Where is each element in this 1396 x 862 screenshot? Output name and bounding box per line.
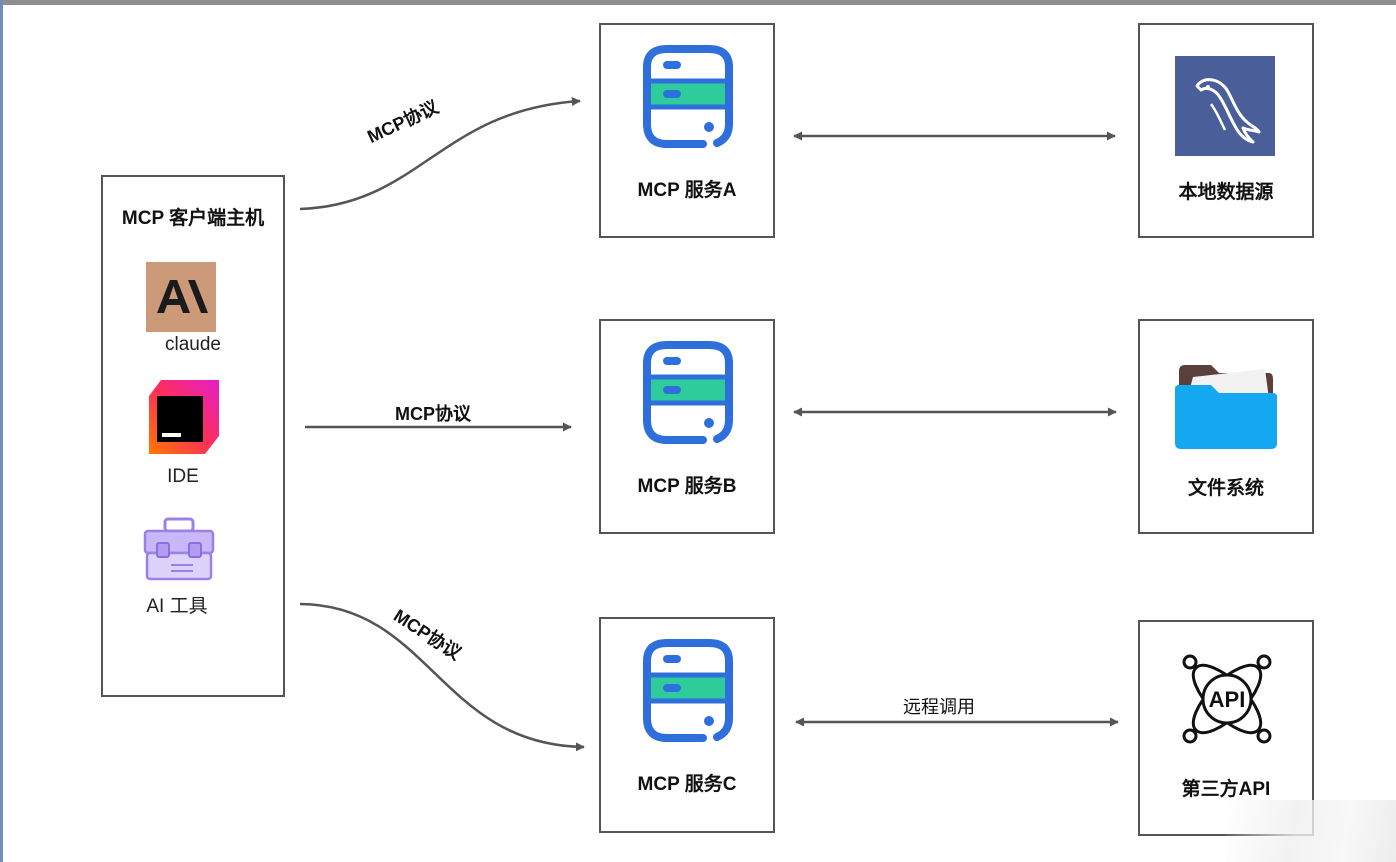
filesystem-box: 文件系统 <box>1138 319 1314 534</box>
server-icon <box>643 45 733 148</box>
tool-label-claude: claude <box>165 334 221 355</box>
protocol-arrow-c <box>299 602 585 752</box>
window-left-border <box>0 0 3 862</box>
tool-label-ai-tools: AI 工具 <box>146 596 208 617</box>
folder-icon <box>1175 365 1277 449</box>
resource-label-filesystem: 文件系统 <box>1187 478 1264 499</box>
resource-label-third-party-api: 第三方API <box>1181 779 1271 800</box>
protocol-arrow-a <box>299 97 581 211</box>
toolbox-icon <box>143 517 215 581</box>
window-top-border <box>0 0 1396 5</box>
mcp-server-a-box: MCP 服务A <box>599 23 775 238</box>
anthropic-logo-icon <box>146 262 216 332</box>
client-host-title: MCP 客户端主机 <box>121 208 265 229</box>
remote-call-label: 远程调用 <box>903 697 975 717</box>
svg-text:API: API <box>1209 687 1246 712</box>
server-label-a: MCP 服务A <box>637 180 737 201</box>
mysql-dolphin-icon <box>1175 56 1275 156</box>
server-label-b: MCP 服务B <box>637 476 737 497</box>
server-icon <box>643 639 733 742</box>
mcp-server-b-box: MCP 服务B <box>599 319 775 534</box>
server-icon <box>643 341 733 444</box>
mcp-server-c-box: MCP 服务C <box>599 617 775 833</box>
tool-label-ide: IDE <box>167 466 199 487</box>
image-artifact <box>1225 800 1396 862</box>
api-icon: API <box>1182 654 1272 744</box>
server-label-c: MCP 服务C <box>637 774 737 795</box>
resource-label-local-data: 本地数据源 <box>1178 182 1274 203</box>
client-host-box: MCP 客户端主机 claude IDE AI 工具 <box>101 175 285 697</box>
ide-logo-icon <box>149 380 219 454</box>
protocol-label-b: MCP协议 <box>395 404 471 424</box>
local-datasource-box: 本地数据源 <box>1138 23 1314 238</box>
